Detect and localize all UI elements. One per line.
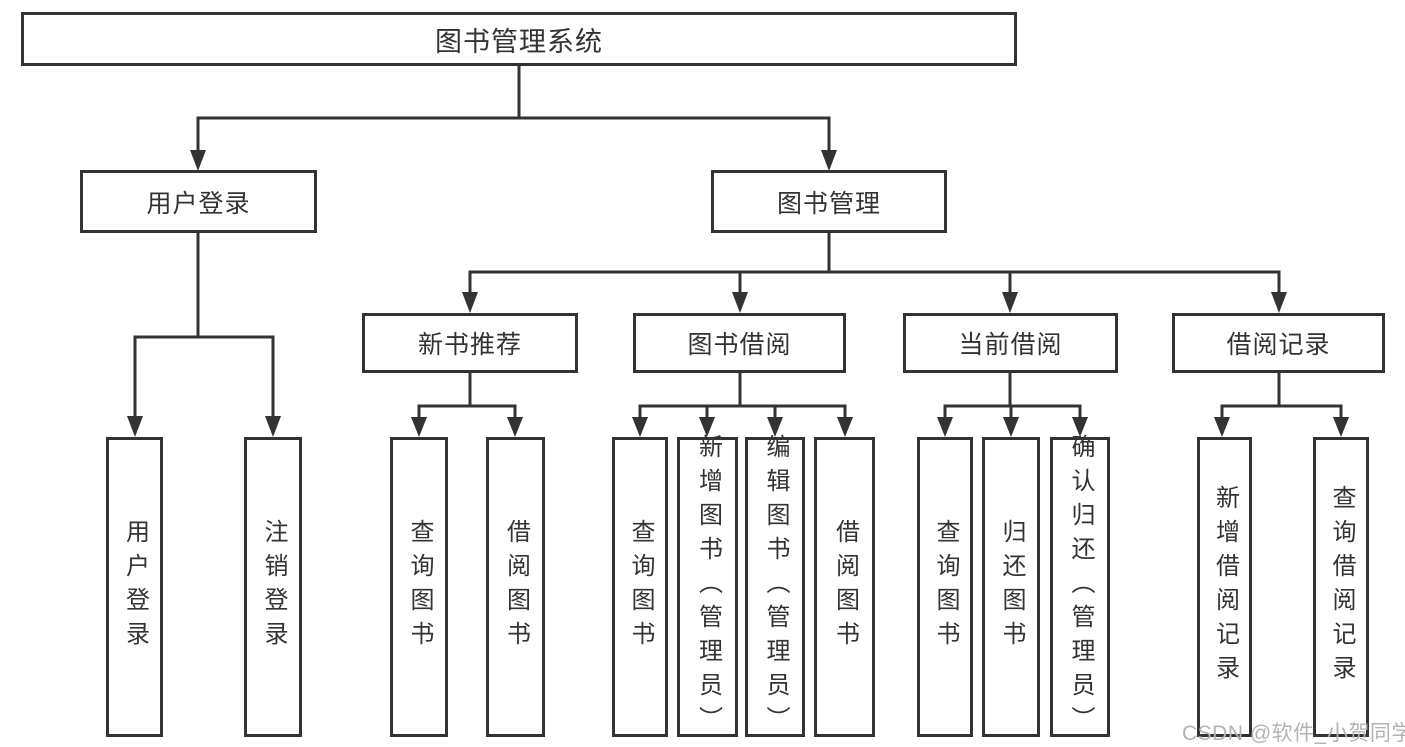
node-borrow-records-label: 借阅记录 [1226,331,1331,359]
leaf-user-login: 用户登录 [106,437,163,737]
arrowheads [127,150,1349,437]
node-book-management: 图书管理 [711,170,947,233]
leaf-add-borrow-record: 新增借阅记录 [1197,437,1252,737]
leaf-borrow-books-1-label: 借阅图书 [502,519,530,655]
node-user-login: 用户登录 [80,170,317,233]
leaf-query-books-1-label: 查询图书 [406,519,433,655]
node-current-borrow-label: 当前借阅 [958,331,1063,359]
leaf-add-book-admin-label: 新增图书（管理员） [694,434,722,740]
leaf-user-login-label: 用户登录 [121,519,149,655]
node-root-label: 图书管理系统 [435,26,603,57]
leaf-query-borrow-record-label: 查询借阅记录 [1328,485,1355,689]
leaf-add-borrow-record-label: 新增借阅记录 [1211,485,1239,689]
leaf-edit-book-admin-label: 编辑图书（管理员） [762,434,789,740]
leaf-query-books-1: 查询图书 [390,437,448,737]
leaf-query-books-2-label: 查询图书 [627,519,654,655]
leaf-query-borrow-record: 查询借阅记录 [1313,437,1369,737]
leaf-borrow-books-1: 借阅图书 [486,437,545,737]
node-book-borrow: 图书借阅 [633,313,846,373]
node-root: 图书管理系统 [21,12,1017,66]
node-current-borrow: 当前借阅 [903,313,1118,373]
csdn-watermark: CSDN @软件_小贺同学 [1182,722,1405,745]
node-user-login-label: 用户登录 [146,189,251,218]
node-new-book-recommend: 新书推荐 [362,313,578,373]
node-borrow-records: 借阅记录 [1172,313,1385,373]
node-new-book-recommend-label: 新书推荐 [417,331,522,359]
leaf-return-book-label: 归还图书 [998,519,1025,655]
leaf-query-books-2: 查询图书 [612,437,668,737]
leaf-query-books-3-label: 查询图书 [932,519,959,655]
leaf-return-book: 归还图书 [982,437,1040,737]
leaf-confirm-return-admin-label: 确认归还（管理员） [1067,434,1094,740]
node-book-borrow-label: 图书借阅 [687,331,792,359]
leaf-query-books-3: 查询图书 [917,437,973,737]
leaf-borrow-books-2: 借阅图书 [814,437,875,737]
leaf-confirm-return-admin: 确认归还（管理员） [1050,434,1110,740]
leaf-add-book-admin: 新增图书（管理员） [677,434,738,740]
leaf-borrow-books-2-label: 借阅图书 [831,519,859,655]
leaf-edit-book-admin: 编辑图书（管理员） [745,434,805,740]
leaf-logout-label: 注销登录 [260,519,287,655]
leaf-logout: 注销登录 [244,437,302,737]
node-book-management-label: 图书管理 [776,189,881,218]
